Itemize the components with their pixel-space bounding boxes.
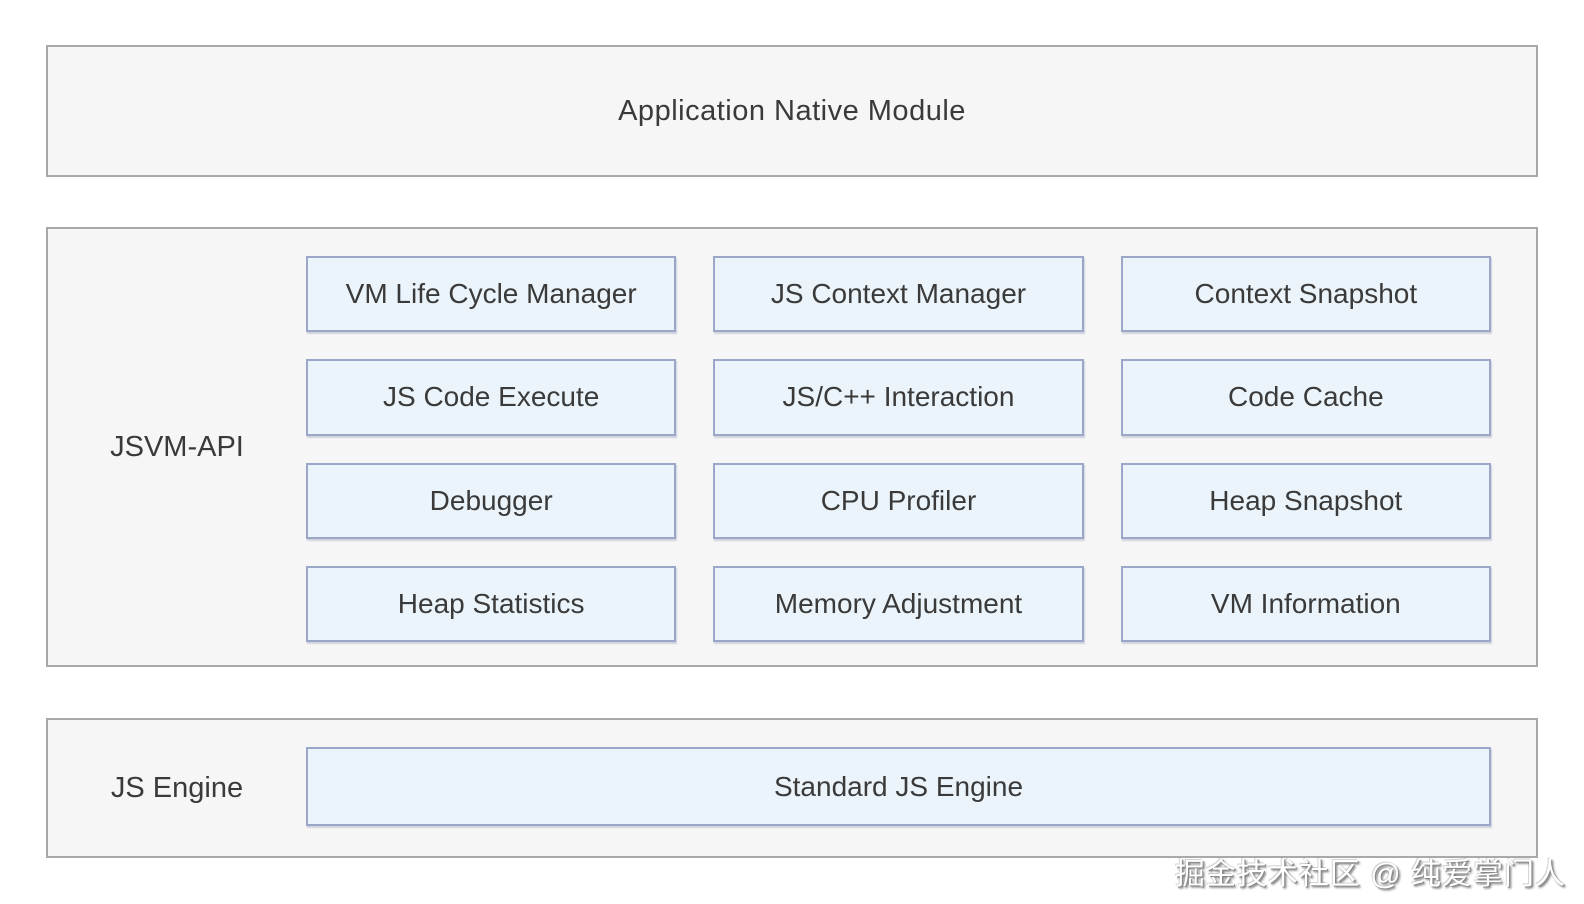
cell-vm-information: VM Information [1120,565,1491,642]
cell-vm-life-cycle-manager: VM Life Cycle Manager [306,256,677,333]
cell-code-cache: Code Cache [1120,359,1491,436]
cell-js-cpp-interaction: JS/C++ Interaction [713,359,1084,436]
cell-memory-adjustment: Memory Adjustment [713,565,1084,642]
jsvm-api-panel: JSVM-API VM Life Cycle Manager JS Contex… [46,227,1538,667]
application-native-module-label: Application Native Module [618,94,966,127]
cell-heap-snapshot: Heap Snapshot [1120,462,1491,539]
cell-js-code-execute: JS Code Execute [306,359,677,436]
application-native-module-box: Application Native Module [46,45,1538,177]
jsvm-api-label: JSVM-API [110,430,244,463]
js-engine-label: JS Engine [110,771,244,804]
cell-cpu-profiler: CPU Profiler [713,462,1084,539]
jsvm-api-grid: VM Life Cycle Manager JS Context Manager… [306,256,1491,642]
standard-js-engine-box: Standard JS Engine [306,747,1491,826]
cell-context-snapshot: Context Snapshot [1120,256,1491,333]
cell-js-context-manager: JS Context Manager [713,256,1084,333]
watermark-text: 掘金技术社区 @ 纯爱掌门人 [1174,858,1566,891]
cell-heap-statistics: Heap Statistics [306,565,677,642]
cell-debugger: Debugger [306,462,677,539]
js-engine-panel: JS Engine Standard JS Engine [46,718,1538,858]
